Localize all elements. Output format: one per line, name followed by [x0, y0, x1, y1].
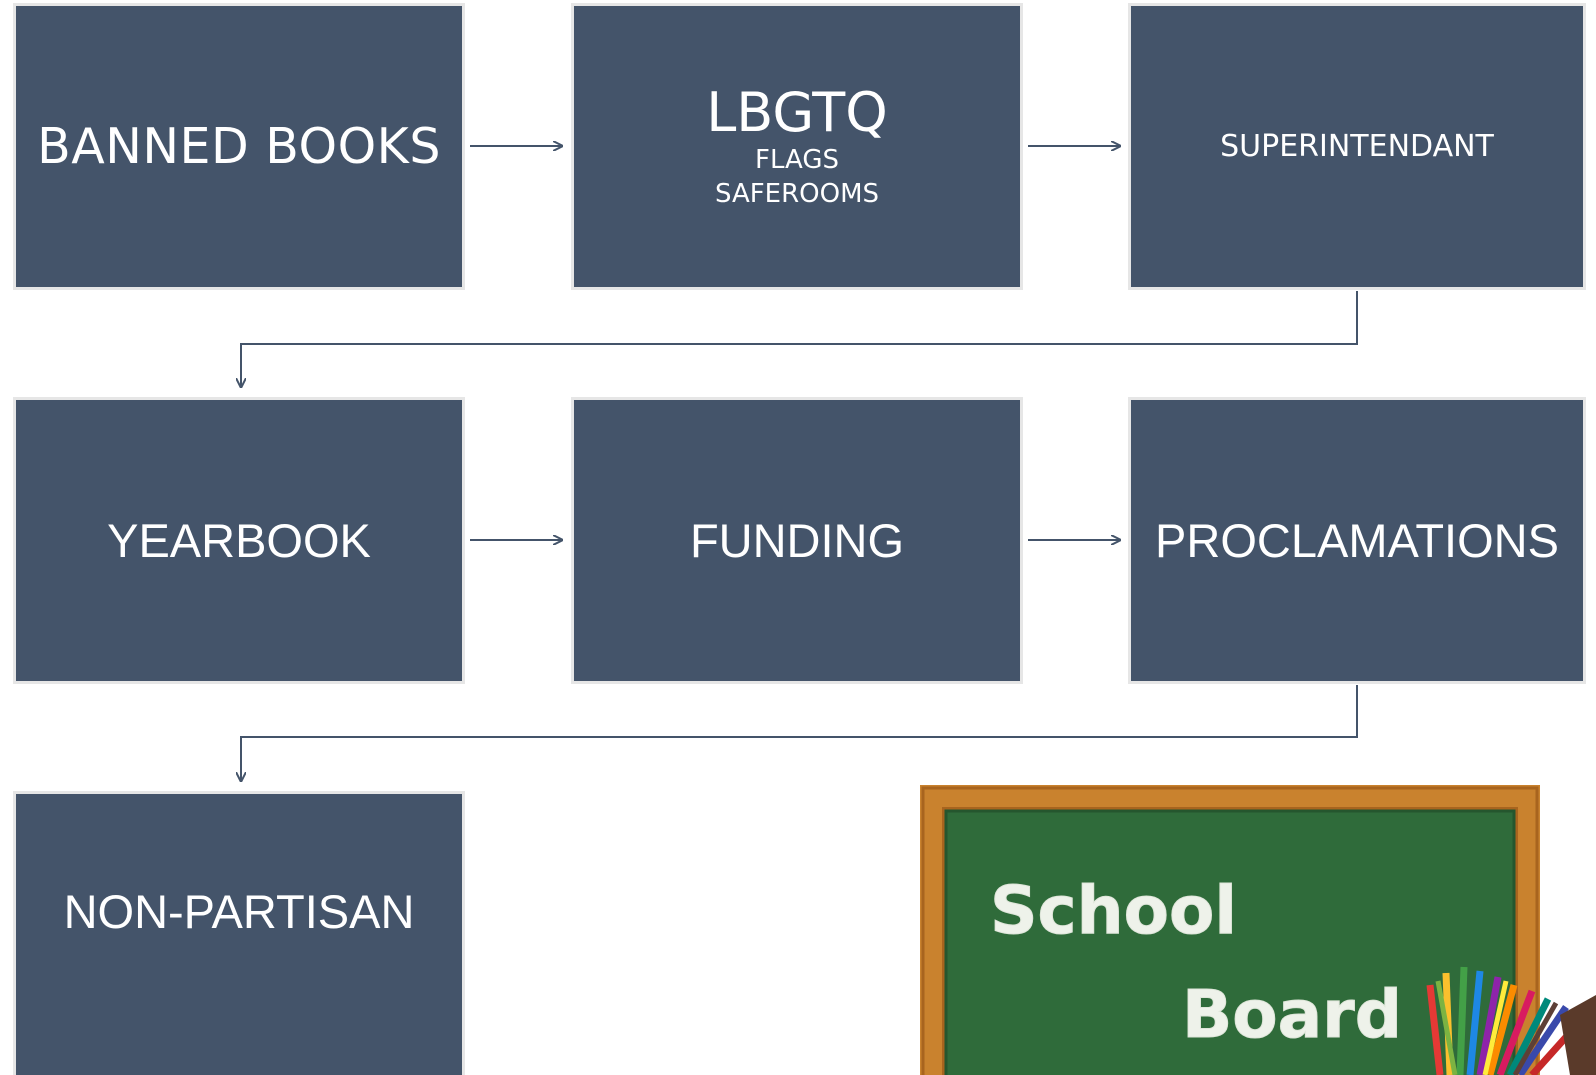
- elbow-proclamations-to-non-partisan: [241, 685, 1358, 781]
- box-funding-label: FUNDING: [689, 514, 905, 567]
- chalkboard-text-school: School: [990, 872, 1237, 949]
- school-board-chalkboard-illustration: School Board: [920, 785, 1596, 1075]
- box-funding: FUNDING: [571, 397, 1023, 684]
- box-banned-books: BANNED BOOKS: [13, 3, 465, 290]
- box-superintendant-label: SUPERINTENDANT: [1220, 129, 1494, 164]
- box-proclamations-label: PROCLAMATIONS: [1155, 514, 1559, 567]
- box-lbgtq-line-saferooms: SAFEROOMS: [714, 178, 880, 209]
- chalkboard-text-board: Board: [1182, 976, 1402, 1053]
- box-banned-books-label: BANNED BOOKS: [37, 118, 441, 175]
- elbow-superintendant-to-yearbook: [241, 291, 1358, 387]
- chalkboard-svg: School Board: [920, 785, 1596, 1075]
- box-non-partisan: NON-PARTISAN: [13, 791, 465, 1075]
- box-proclamations: PROCLAMATIONS: [1128, 397, 1586, 684]
- chalkboard-surface: [946, 811, 1514, 1075]
- box-lbgtq-title: LBGTQ: [706, 80, 888, 144]
- box-yearbook: YEARBOOK: [13, 397, 465, 684]
- box-yearbook-label: YEARBOOK: [107, 514, 371, 567]
- box-non-partisan-label: NON-PARTISAN: [63, 884, 415, 938]
- box-lbgtq: LBGTQ FLAGS SAFEROOMS: [571, 3, 1023, 290]
- colored-pencils-icon: [1426, 966, 1596, 1075]
- box-lbgtq-line-flags: FLAGS: [754, 144, 840, 175]
- box-superintendant: SUPERINTENDANT: [1128, 3, 1586, 290]
